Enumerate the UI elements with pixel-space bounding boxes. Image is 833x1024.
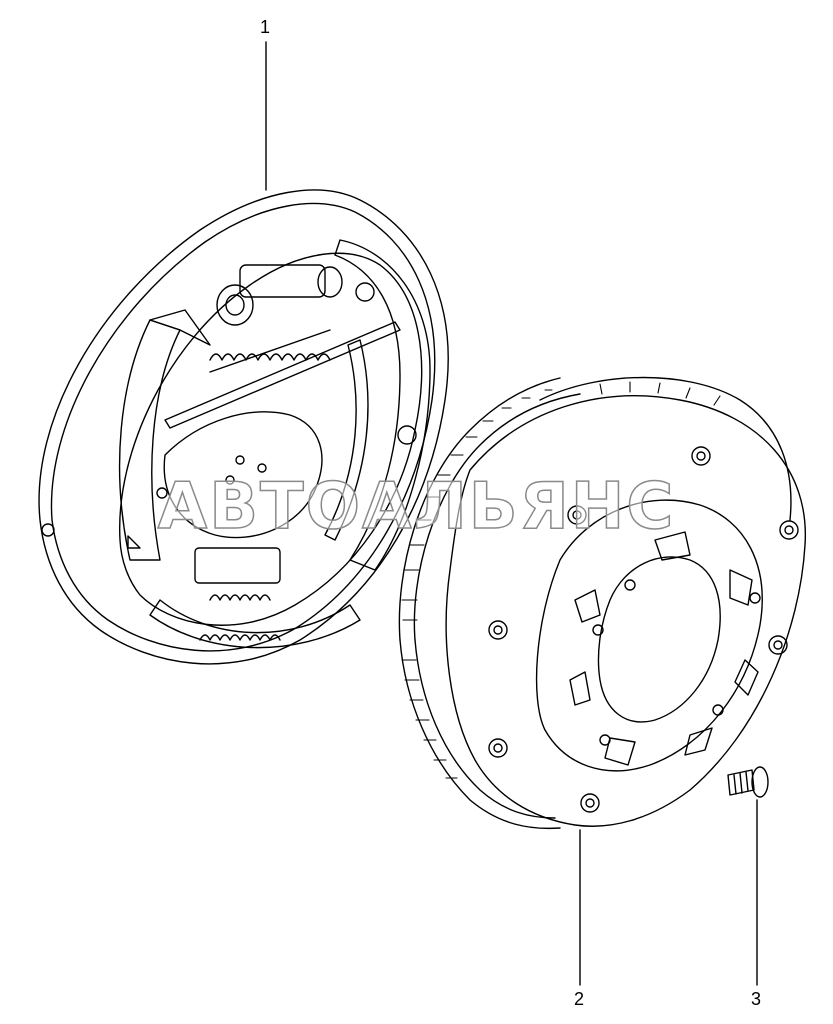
callout-part-2: 2 [574,989,585,1009]
callout-part-1: 1 [260,17,271,37]
brake-backing-plate [38,189,449,665]
callout-part-3: 3 [751,989,762,1009]
brake-drum [398,376,806,830]
wheel-stud-bolt [727,766,769,798]
